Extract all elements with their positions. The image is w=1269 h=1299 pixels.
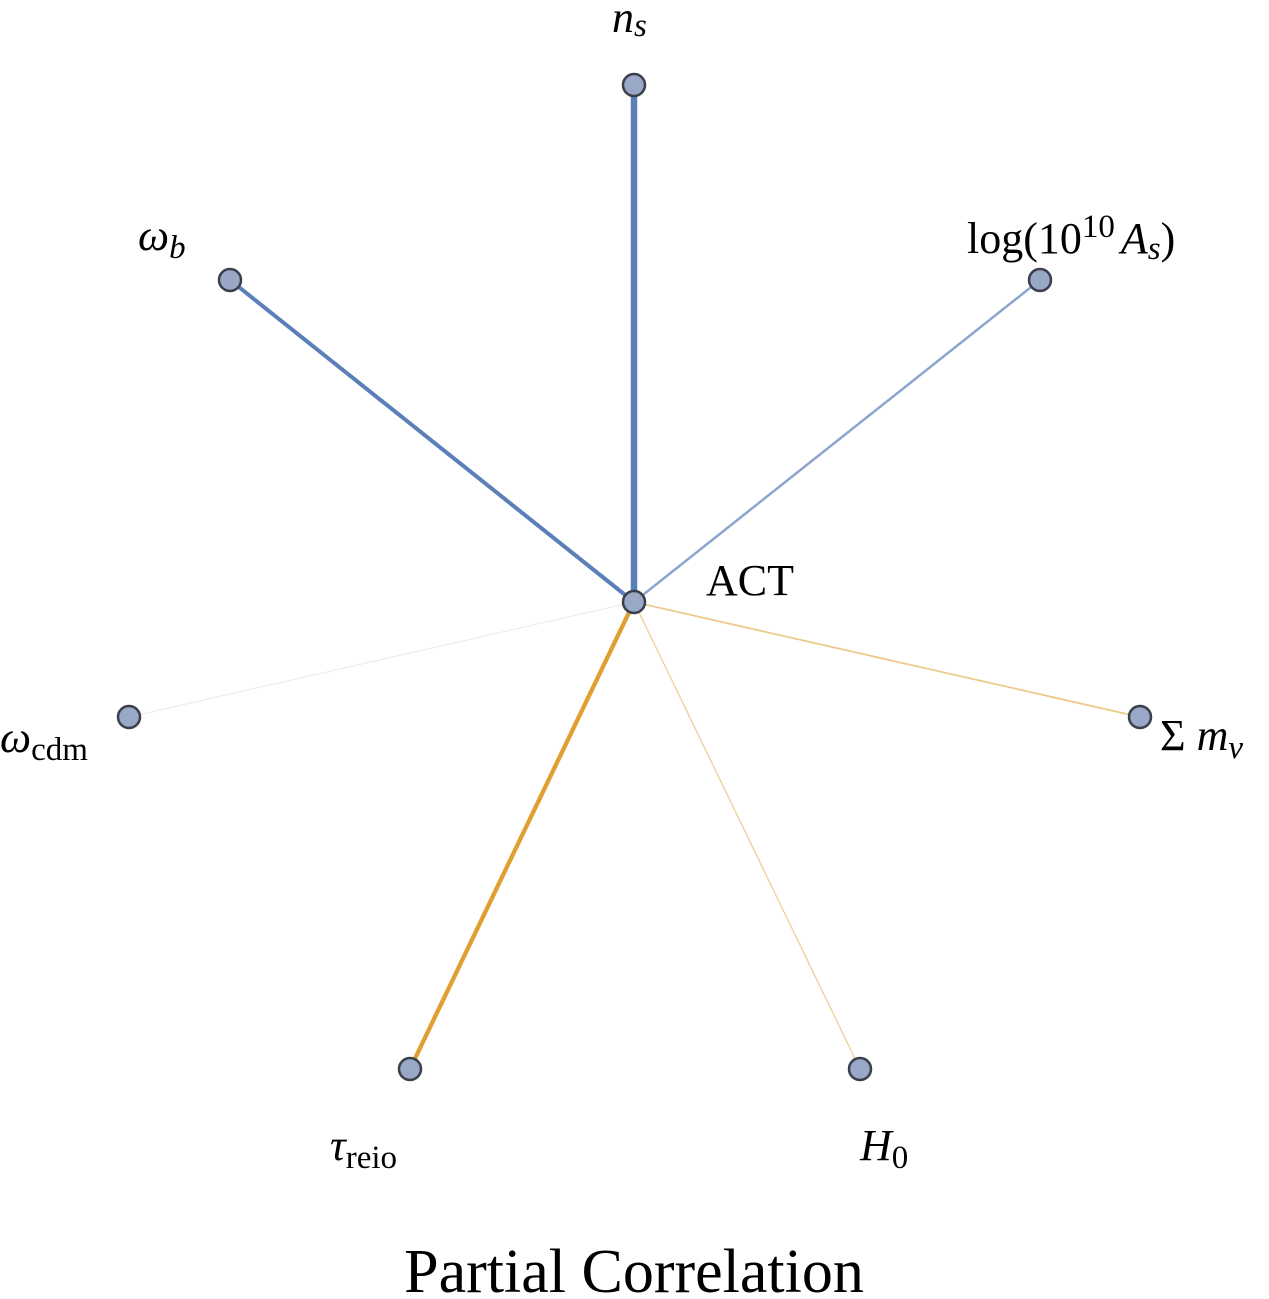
- node-wb: [217, 267, 243, 293]
- edge-wb: [228, 278, 636, 604]
- node-layer: [116, 72, 1153, 1082]
- label-summnu: Σ mν: [1160, 711, 1243, 766]
- node-tau: [397, 1056, 423, 1082]
- node-summnu: [1127, 704, 1153, 730]
- label-omega-cdm: ωcdm: [0, 713, 88, 768]
- edge-summnu: [633, 601, 1141, 718]
- edge-logAs: [633, 279, 1041, 603]
- label-ns: ns: [612, 0, 647, 44]
- edge-H0: [633, 601, 861, 1070]
- node-ns: [621, 72, 647, 98]
- edge-layer: [128, 85, 1141, 1070]
- node-wcdm: [116, 704, 142, 730]
- edge-tau: [408, 601, 636, 1070]
- node-logAs: [1027, 267, 1053, 293]
- node-H0: [847, 1056, 873, 1082]
- label-tau-reio: τreio: [330, 1121, 397, 1176]
- center-label: ACT: [706, 556, 794, 605]
- edge-wcdm: [128, 601, 635, 718]
- node-center: [621, 589, 647, 615]
- diagram-title: Partial Correlation: [404, 1238, 864, 1299]
- label-omega-b: ωb: [138, 211, 186, 266]
- label-H0: H0: [859, 1121, 908, 1176]
